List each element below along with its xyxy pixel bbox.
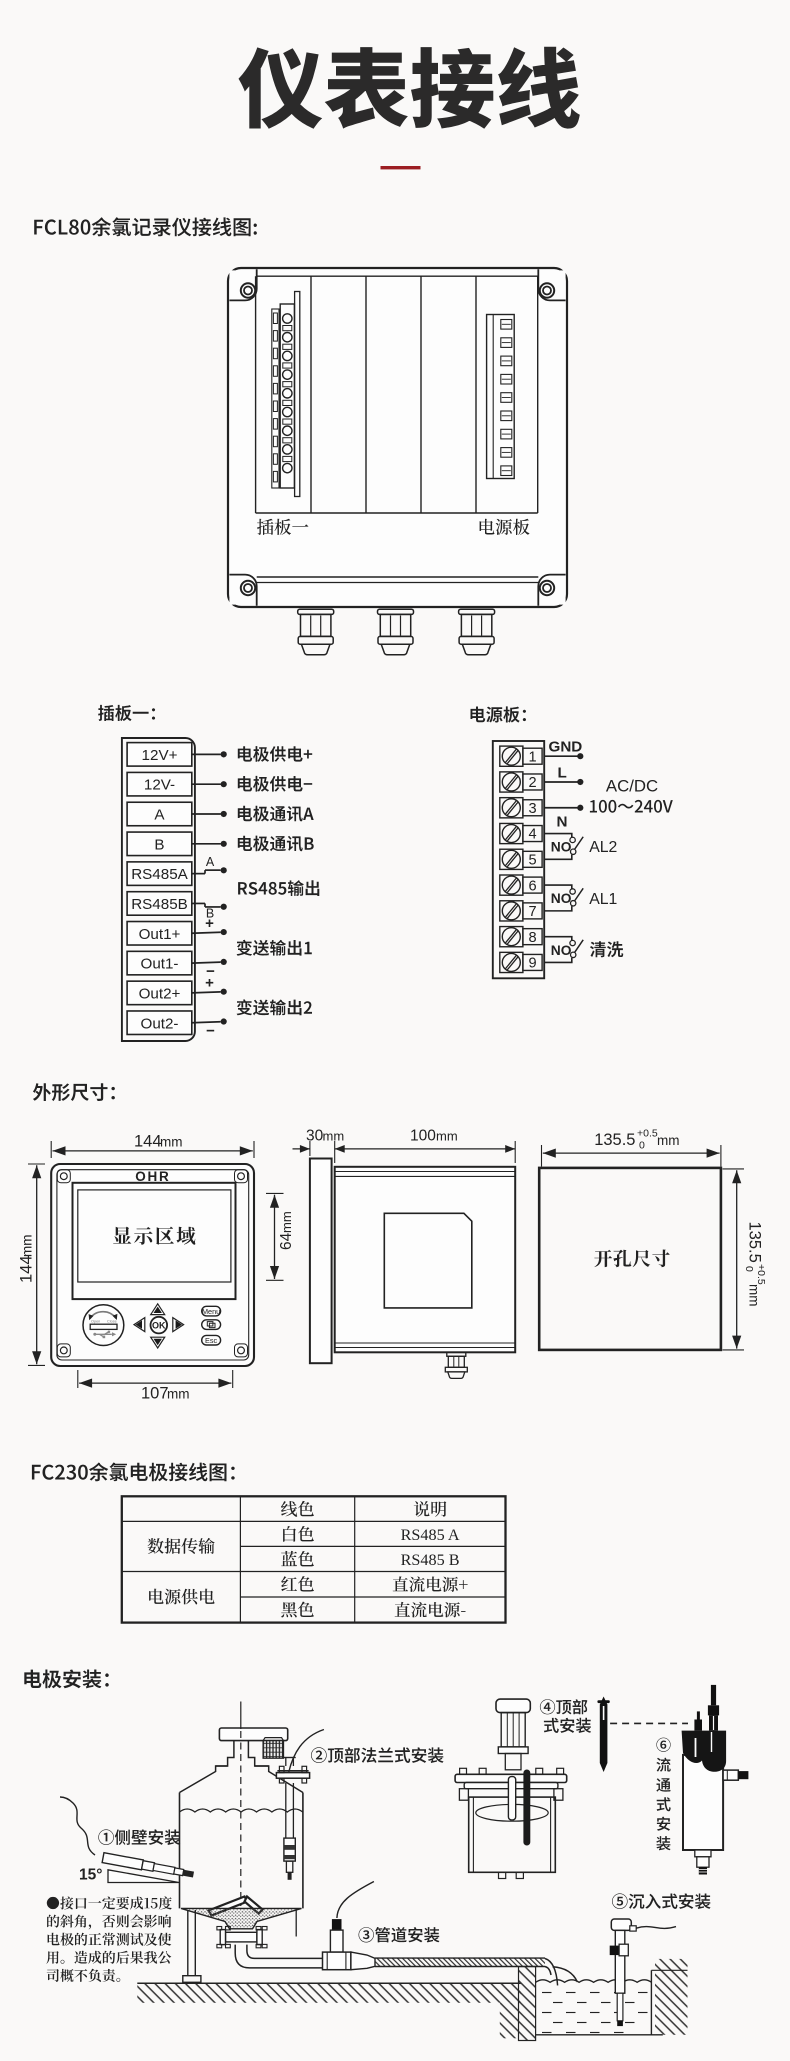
svg-text:+: + (205, 974, 214, 991)
svg-text:64: 64 (278, 1232, 295, 1250)
svg-text:7: 7 (528, 904, 536, 920)
svg-text:L: L (558, 764, 567, 781)
svg-text:Open: Open (91, 1320, 100, 1324)
svg-text:GND: GND (549, 739, 583, 756)
svg-text:4: 4 (528, 827, 536, 843)
svg-text:NO: NO (551, 840, 572, 855)
svg-text:6: 6 (528, 878, 536, 894)
svg-text:N: N (557, 813, 568, 830)
svg-text:−: − (206, 1023, 215, 1040)
svg-text:+: + (205, 915, 214, 932)
svg-text:135.5: 135.5 (594, 1131, 635, 1149)
svg-text:mm: mm (436, 1129, 458, 1144)
svg-text:+0.5: +0.5 (755, 1264, 767, 1285)
svg-text:30: 30 (306, 1128, 324, 1145)
svg-text:1: 1 (528, 749, 536, 765)
svg-text:mm: mm (323, 1129, 345, 1144)
svg-text:RS485 B: RS485 B (401, 1551, 460, 1569)
svg-text:Menu: Menu (202, 1307, 220, 1316)
svg-text:NO: NO (551, 891, 572, 906)
svg-text:Close: Close (107, 1320, 117, 1324)
svg-text:mm: mm (20, 1235, 35, 1258)
svg-text:mm: mm (657, 1133, 680, 1148)
svg-text:mm: mm (167, 1387, 190, 1402)
svg-text:9: 9 (528, 956, 536, 972)
svg-text:5: 5 (528, 853, 536, 869)
svg-text:NO: NO (551, 943, 572, 958)
svg-text:Out2-: Out2- (141, 1015, 179, 1032)
svg-text:Out1+: Out1+ (139, 926, 181, 943)
svg-text:RS485A: RS485A (131, 866, 188, 883)
svg-text:12V+: 12V+ (142, 747, 178, 764)
svg-text:8: 8 (528, 930, 536, 946)
svg-text:A: A (154, 807, 165, 824)
svg-text:Out2+: Out2+ (139, 985, 181, 1002)
svg-text:3: 3 (528, 801, 536, 817)
svg-text:OK: OK (152, 1321, 166, 1331)
svg-text:RS485B: RS485B (131, 896, 188, 913)
svg-text:Esc: Esc (205, 1336, 218, 1345)
svg-text:Out1-: Out1- (141, 956, 179, 973)
svg-text:−: − (206, 963, 215, 980)
svg-text:AL2: AL2 (589, 839, 617, 856)
svg-text:B: B (206, 906, 214, 920)
svg-text:RS485 A: RS485 A (401, 1526, 460, 1544)
svg-text:mm: mm (747, 1284, 762, 1307)
svg-text:OHR: OHR (135, 1169, 170, 1184)
svg-text:mm: mm (279, 1211, 294, 1233)
svg-text:144: 144 (18, 1255, 36, 1283)
svg-text:12V-: 12V- (144, 777, 175, 794)
svg-text:2: 2 (528, 775, 536, 791)
svg-text:0: 0 (639, 1140, 645, 1152)
svg-text:AL1: AL1 (589, 891, 617, 908)
svg-text:100: 100 (410, 1128, 436, 1145)
svg-text:107: 107 (141, 1385, 169, 1403)
svg-text:135.5: 135.5 (746, 1222, 764, 1263)
svg-text:A: A (206, 855, 215, 869)
svg-text:15°: 15° (79, 1867, 102, 1884)
svg-text:144: 144 (134, 1133, 162, 1151)
svg-text:AC/DC: AC/DC (606, 777, 658, 796)
svg-text:0: 0 (743, 1266, 755, 1272)
svg-text:mm: mm (160, 1135, 183, 1150)
svg-text:B: B (154, 836, 164, 853)
svg-text:+0.5: +0.5 (637, 1128, 658, 1140)
